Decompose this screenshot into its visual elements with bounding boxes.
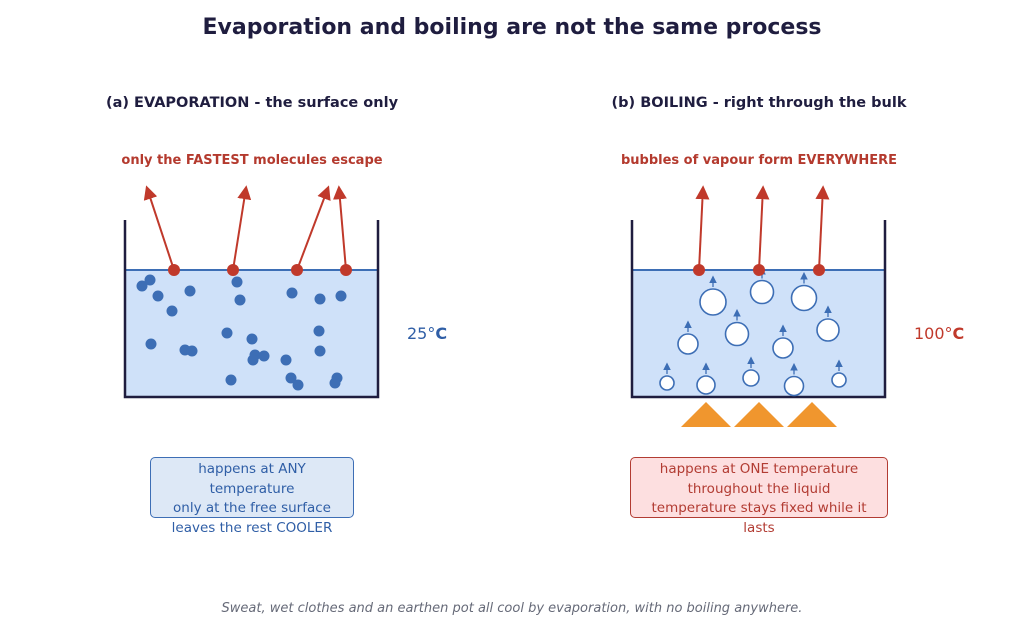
molecule	[246, 333, 258, 345]
escape-arrow	[755, 185, 770, 271]
boiling-container	[630, 220, 887, 399]
vapour-bubble	[790, 284, 818, 312]
escaping-molecule	[753, 264, 765, 276]
molecule	[292, 379, 304, 391]
escaping-molecule	[227, 264, 239, 276]
boiling-temperature-unit: C	[952, 324, 965, 343]
molecule	[314, 293, 326, 305]
vapour-bubble	[699, 288, 727, 316]
vapour-bubble	[831, 372, 847, 388]
molecule	[329, 377, 341, 389]
evaporation-note: happens at ANY temperature	[198, 461, 306, 497]
escaping-molecule	[813, 264, 825, 276]
molecule	[314, 345, 326, 357]
boiling-escaping-vapour	[693, 185, 830, 276]
vapour-bubble	[772, 337, 794, 359]
molecule	[247, 354, 259, 366]
vapour-bubble	[816, 318, 840, 342]
molecule	[136, 280, 148, 292]
page-title: Evaporation and boiling are not the same…	[202, 15, 822, 40]
molecule	[313, 325, 325, 337]
molecule	[166, 305, 178, 317]
evaporation-temperature: 25°C	[407, 324, 447, 343]
evaporation-notes: happens at ANY temperature only at the f…	[150, 457, 354, 536]
boiling-note: temperature stays fixed while it lasts	[651, 500, 867, 536]
escaping-molecule	[340, 264, 352, 276]
evaporation-heading: (a) EVAPORATION - the surface only	[105, 95, 399, 111]
vapour-bubble	[724, 321, 750, 347]
molecule	[234, 294, 246, 306]
evaporation-container	[123, 220, 380, 399]
flame-icon	[734, 402, 784, 427]
escape-arrow	[332, 185, 347, 271]
vapour-bubble	[696, 375, 716, 395]
evaporation-escaping-molecules	[143, 185, 352, 276]
molecule	[145, 338, 157, 350]
molecule	[280, 354, 292, 366]
evaporation-beaker	[123, 220, 380, 399]
evaporation-note: only at the free surface	[173, 500, 331, 516]
evaporation-molecules	[136, 274, 347, 391]
escaping-molecule	[168, 264, 180, 276]
escaping-molecule	[693, 264, 705, 276]
boiling-subtitle: bubbles of vapour form EVERYWHERE	[620, 153, 898, 168]
molecule	[286, 287, 298, 299]
boiling-temperature-value: 100°	[914, 324, 953, 343]
escape-arrow	[815, 185, 830, 271]
vapour-bubble	[742, 369, 760, 387]
burner-flames	[681, 402, 837, 427]
boiling-notes: happens at ONE temperature throughout th…	[630, 457, 888, 536]
boiling-temperature: 100°C	[914, 324, 964, 343]
boiling-beaker	[630, 220, 887, 399]
flame-icon	[681, 402, 731, 427]
escape-arrow	[143, 185, 175, 271]
boiling-bubbles	[659, 266, 847, 397]
boiling-note: happens at ONE temperature	[659, 461, 859, 477]
molecule	[152, 290, 164, 302]
evaporation-temperature-value: 25°	[407, 324, 436, 343]
boiling-note: throughout the liquid	[687, 480, 831, 497]
molecule	[225, 374, 237, 386]
escaping-molecule	[291, 264, 303, 276]
footer-caption: Sweat, wet clothes and an earthen pot al…	[221, 601, 803, 616]
molecule	[231, 276, 243, 288]
molecule	[258, 350, 270, 362]
molecule	[184, 285, 196, 297]
vapour-bubble	[677, 333, 699, 355]
molecule	[221, 327, 233, 339]
flame-icon	[787, 402, 837, 427]
escape-arrow	[296, 185, 331, 271]
vapour-bubble	[783, 375, 805, 397]
molecule	[335, 290, 347, 302]
evaporation-subtitle: only the FASTEST molecules escape	[121, 153, 383, 168]
escape-arrow	[695, 185, 710, 271]
escape-arrow	[232, 185, 252, 271]
vapour-bubble	[659, 375, 675, 391]
molecule	[186, 345, 198, 357]
molecule	[285, 372, 297, 384]
boiling-heading: (b) BOILING - right through the bulk	[611, 95, 907, 111]
vapour-bubble	[749, 279, 775, 305]
molecule	[144, 274, 156, 286]
evaporation-temperature-unit: C	[435, 324, 448, 343]
evaporation-note: leaves the rest COOLER	[171, 519, 333, 536]
